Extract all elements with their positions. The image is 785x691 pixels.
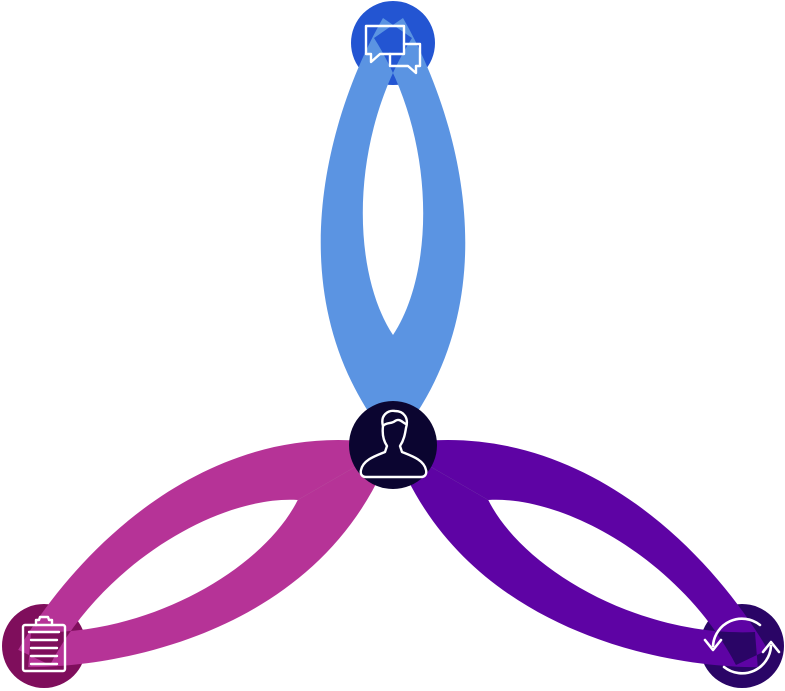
chat-bubbles-icon	[364, 24, 422, 75]
center-hub	[349, 401, 437, 489]
refresh-cycle-icon	[703, 617, 781, 675]
petal-top	[320, 1, 466, 445]
clipboard-icon	[21, 615, 67, 673]
user-silhouette-icon	[359, 409, 428, 479]
petal-right	[356, 382, 785, 691]
